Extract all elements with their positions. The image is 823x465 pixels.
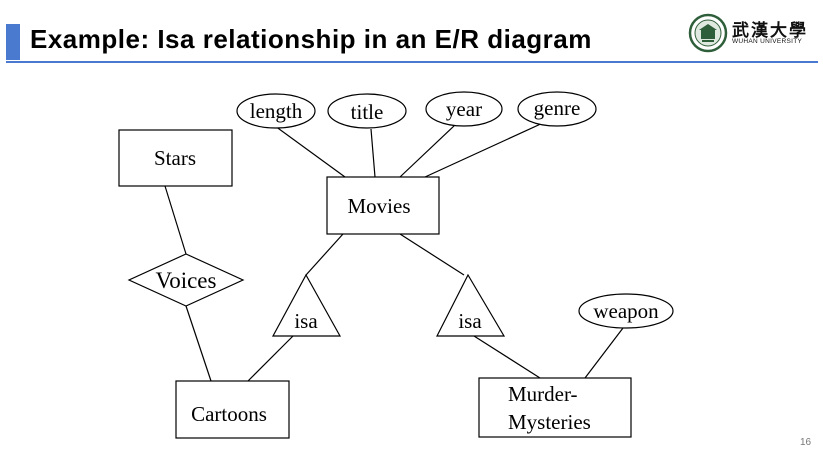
isa-triangle-right [436, 273, 506, 337]
page-number: 16 [800, 437, 812, 448]
attribute-year [425, 91, 503, 127]
attribute-weapon [578, 293, 674, 329]
entity-cartoons-label: Cartoons [191, 402, 267, 426]
attribute-length [236, 93, 316, 129]
attribute-length-label: length [250, 99, 303, 123]
isa-triangle-left [271, 273, 342, 337]
slide-title: Example: Isa relationship in an E/R diag… [30, 24, 592, 54]
entity-murder-mysteries [478, 377, 632, 438]
title-accent-bar [6, 24, 20, 60]
university-seal-icon [688, 13, 728, 53]
entity-cartoons [175, 380, 290, 439]
logo-subtitle: WUHAN UNIVERSITY [732, 38, 803, 45]
entity-murder-mysteries-label-1: Murder- [508, 382, 578, 406]
attribute-title-label: title [351, 100, 384, 124]
edge-isa-right-murder [473, 335, 541, 379]
isa-left-label: isa [294, 309, 318, 333]
attribute-year-label: year [446, 97, 482, 121]
edge-movies-isa-right [399, 233, 465, 276]
isa-right-label: isa [458, 309, 482, 333]
relationship-voices-label: Voices [156, 268, 217, 293]
attribute-genre [517, 91, 597, 127]
edge-voices-cartoons [185, 305, 212, 382]
edge-title-movies [370, 128, 376, 178]
edge-year-movies [399, 124, 456, 178]
attribute-genre-label: genre [534, 96, 581, 120]
edge-isa-left-cartoons [247, 335, 294, 382]
relationship-voices [127, 253, 245, 307]
connector-lines [164, 121, 624, 382]
entity-movies-label: Movies [348, 194, 411, 218]
edge-weapon-murder [584, 327, 624, 379]
entity-stars-label: Stars [154, 146, 196, 170]
edge-length-movies [274, 125, 346, 178]
entity-stars [118, 129, 233, 187]
university-logo: 武漢大學 WUHAN UNIVERSITY [688, 10, 816, 56]
entity-murder-mysteries-label-2: Mysteries [508, 410, 591, 434]
attribute-title [327, 93, 407, 129]
edge-genre-movies [424, 121, 546, 178]
entity-movies [326, 176, 440, 235]
edge-movies-isa-left [305, 233, 344, 276]
logo-name: 武漢大學 [732, 21, 808, 41]
header-rule [6, 61, 818, 63]
edge-stars-voices [164, 185, 187, 255]
slide-header: Example: Isa relationship in an E/R diag… [0, 0, 823, 63]
attribute-weapon-label: weapon [593, 299, 659, 323]
